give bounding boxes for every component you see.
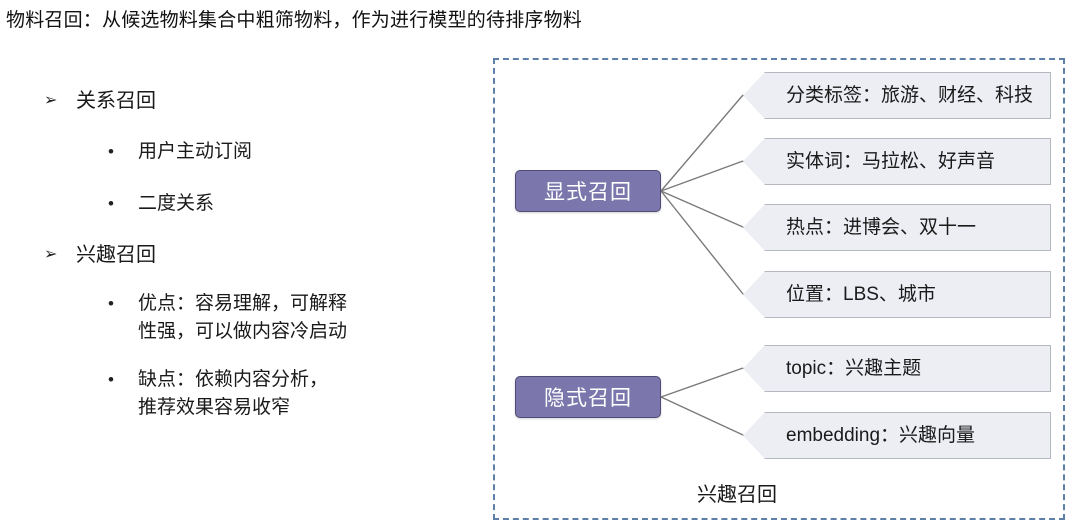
- outline-subitem-label: 二度关系: [138, 193, 215, 214]
- outline-subitem-user-subscription: • 用户主动订阅: [108, 138, 252, 166]
- outline-list: ➢ 关系召回 • 用户主动订阅 • 二度关系 ➢ 兴趣召回 • 优点：容易理解，…: [0, 78, 470, 478]
- leaf-box-topic[interactable]: topic：兴趣主题: [743, 345, 1051, 392]
- outline-subitem-label: 缺点：依赖内容分析， 推荐效果容易收窄: [138, 369, 329, 418]
- outline-subitem-label: 用户主动订阅: [138, 141, 253, 162]
- dot-bullet-icon: •: [108, 370, 114, 389]
- node-explicit-recall[interactable]: 显式召回: [515, 170, 661, 212]
- interest-recall-diagram: 显式召回 隐式召回 分类标签：旅游、财经、科技 实体词：马拉松、好声音 热点：进…: [493, 58, 1065, 520]
- arrow-bullet-icon: ➢: [44, 246, 58, 263]
- outline-item-interest-recall: ➢ 兴趣召回: [44, 242, 156, 268]
- leaf-label: 分类标签：旅游、财经、科技: [786, 84, 1034, 106]
- leaf-label: topic：兴趣主题: [786, 357, 922, 379]
- outline-subitem-label: 优点：容易理解，可解释 性强，可以做内容冷启动: [138, 293, 348, 342]
- outline-subitem-second-degree: • 二度关系: [108, 190, 214, 218]
- leaf-label: 实体词：马拉松、好声音: [786, 150, 996, 172]
- node-label: 显式召回: [544, 181, 632, 204]
- outline-subitem-disadvantages: • 缺点：依赖内容分析， 推荐效果容易收窄: [108, 366, 328, 422]
- leaf-label: embedding：兴趣向量: [786, 424, 976, 446]
- dot-bullet-icon: •: [108, 142, 114, 161]
- leaf-box-category-tag[interactable]: 分类标签：旅游、财经、科技: [743, 72, 1051, 119]
- outline-item-label: 兴趣召回: [76, 244, 156, 266]
- arrow-bullet-icon: ➢: [44, 92, 58, 109]
- outline-item-label: 关系召回: [76, 90, 156, 112]
- leaf-box-location[interactable]: 位置：LBS、城市: [743, 271, 1051, 318]
- node-implicit-recall[interactable]: 隐式召回: [515, 376, 661, 418]
- diagram-caption: 兴趣召回: [697, 484, 777, 506]
- outline-subitem-advantages: • 优点：容易理解，可解释 性强，可以做内容冷启动: [108, 290, 347, 346]
- diagram-dashed-frame: [493, 58, 1065, 520]
- leaf-box-embedding[interactable]: embedding：兴趣向量: [743, 412, 1051, 459]
- dot-bullet-icon: •: [108, 194, 114, 213]
- leaf-label: 位置：LBS、城市: [786, 283, 936, 305]
- leaf-box-entity-word[interactable]: 实体词：马拉松、好声音: [743, 138, 1051, 185]
- node-label: 隐式召回: [544, 387, 632, 410]
- page-title: 物料召回：从候选物料集合中粗筛物料，作为进行模型的待排序物料: [6, 10, 583, 31]
- outline-item-relation-recall: ➢ 关系召回: [44, 88, 156, 114]
- dot-bullet-icon: •: [108, 294, 114, 313]
- leaf-box-hotspot[interactable]: 热点：进博会、双十一: [743, 204, 1051, 251]
- leaf-label: 热点：进博会、双十一: [786, 216, 977, 238]
